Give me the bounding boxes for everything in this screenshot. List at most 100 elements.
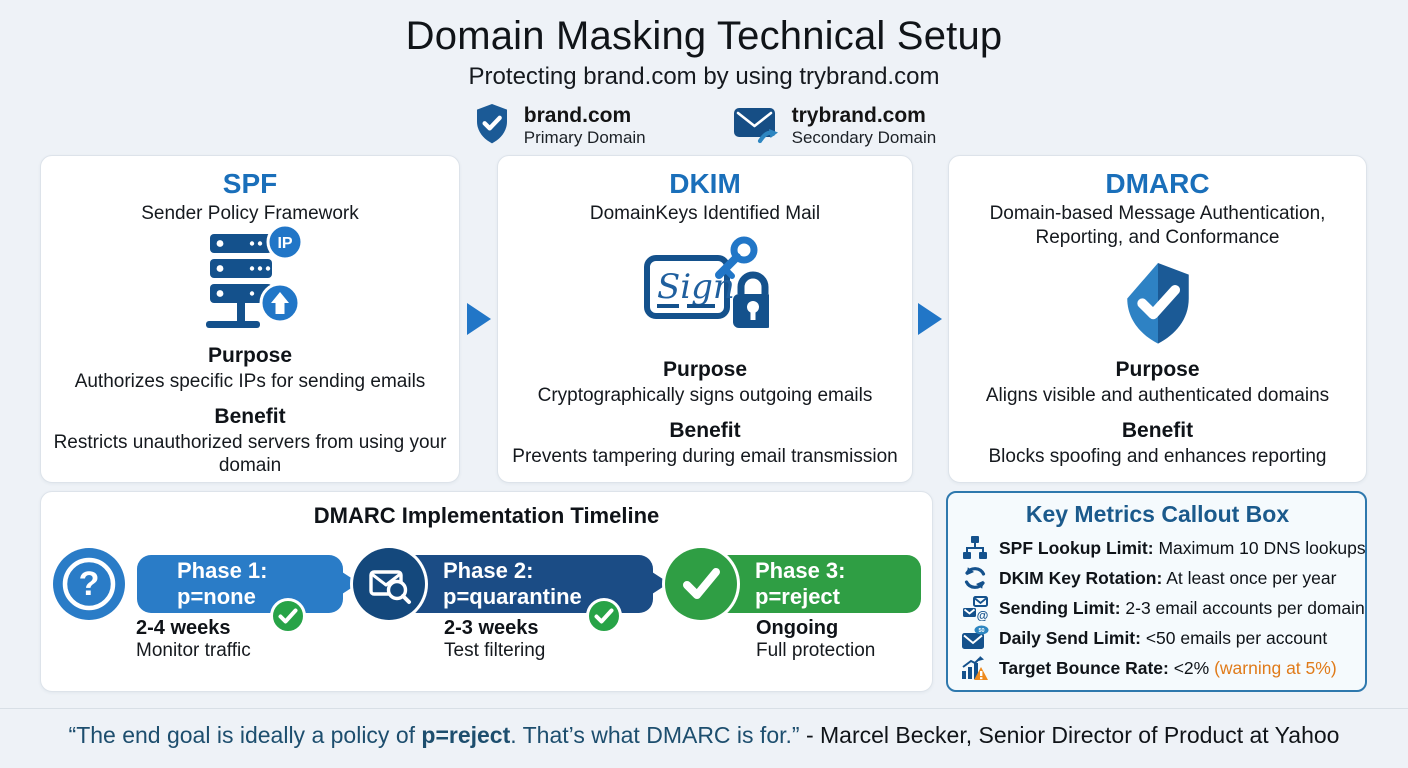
right-arrow-icon <box>918 303 942 340</box>
metric-row-bounce-rate: Target Bounce Rate: <2% (warning at 5%) <box>960 653 1355 683</box>
metric-row-spf-lookup: SPF Lookup Limit: Maximum 10 DNS lookups <box>960 533 1366 563</box>
check-circle-icon <box>665 548 737 620</box>
phase3-duration: Ongoing <box>756 617 839 639</box>
svg-text:IP: IP <box>277 235 292 252</box>
domain-badges: brand.com Primary Domain trybrand.com Se… <box>0 101 1408 152</box>
dmarc-benefit-text: Blocks spoofing and enhances reporting <box>988 445 1327 467</box>
phase2-activity: Test filtering <box>444 640 546 661</box>
card-dmarc: DMARC Domain-based Message Authenticatio… <box>948 155 1367 483</box>
bounce-chart-warning-icon <box>960 655 990 681</box>
server-ip-icon: IP <box>190 225 310 344</box>
quote-attribution: - Marcel Becker, Senior Director of Prod… <box>799 722 1340 748</box>
quote-text-end: . That’s what DMARC is for.” <box>510 722 800 748</box>
metric-text: Target Bounce Rate: <2% (warning at 5%) <box>999 658 1337 679</box>
metric-value: <2% <box>1168 657 1215 678</box>
spf-benefit-text: Restricts unauthorized servers from usin… <box>53 432 447 477</box>
metric-text: SPF Lookup Limit: Maximum 10 DNS lookups <box>999 538 1366 559</box>
quote-highlight: p=reject <box>421 722 511 748</box>
svg-text:?: ? <box>79 565 100 603</box>
phase3-activity: Full protection <box>756 640 876 661</box>
page-title: Domain Masking Technical Setup <box>405 14 1003 58</box>
spf-title: SPF <box>222 168 278 199</box>
metric-warning: (warning at 5%) <box>1214 657 1337 678</box>
dmarc-title: DMARC <box>1105 168 1210 199</box>
shield-check-icon <box>472 101 512 152</box>
page-subtitle: Protecting brand.com by using trybrand.c… <box>468 63 940 90</box>
dkim-benefit-text: Prevents tampering during email transmis… <box>512 445 898 467</box>
phase1-caption: 2-4 weeks Monitor traffic <box>136 617 251 662</box>
card-spf: SPF Sender Policy Framework IP Pur <box>40 155 460 483</box>
dmarc-purpose-label: Purpose <box>1115 357 1200 381</box>
phase3-pill: Phase 3: p=reject <box>715 555 921 613</box>
metric-value: At least once per year <box>1162 567 1337 588</box>
dkim-purpose-text: Cryptographically signs outgoing emails <box>537 384 873 406</box>
secondary-domain-badge: trybrand.com Secondary Domain <box>732 103 937 150</box>
metric-value: Maximum 10 DNS lookups <box>1153 537 1366 558</box>
right-arrow-icon <box>467 303 491 340</box>
metrics-title: Key Metrics Callout Box <box>1025 501 1290 527</box>
metric-label: Sending Limit: <box>999 597 1121 618</box>
phase3-caption: Ongoing Full protection <box>756 617 875 662</box>
header: Domain Masking Technical Setup Protectin… <box>0 0 1408 152</box>
dmarc-full-name: Domain-based Message Authentication, Rep… <box>989 203 1326 248</box>
phase1-pill: Phase 1: p=none <box>137 555 343 613</box>
metric-label: DKIM Key Rotation: <box>999 567 1163 588</box>
mail-search-icon <box>353 548 425 620</box>
phase3-policy: p=reject <box>755 584 840 609</box>
metric-text: DKIM Key Rotation: At least once per yea… <box>999 568 1336 589</box>
dkim-title: DKIM <box>669 168 741 199</box>
metric-row-daily-send-limit: 50 Daily Send Limit: <50 emails per acco… <box>960 623 1355 653</box>
metric-value: <50 emails per account <box>1140 627 1328 648</box>
spf-full-name: Sender Policy Framework <box>141 203 359 225</box>
sitemap-icon <box>960 535 990 561</box>
envelope-forward-icon <box>732 103 780 150</box>
phase1-name: Phase 1: <box>177 558 268 584</box>
metric-label: Daily Send Limit: <box>999 627 1141 648</box>
mail-badge-icon: 50 <box>960 625 990 651</box>
primary-domain-label: Primary Domain <box>523 128 646 148</box>
card-dkim: DKIM DomainKeys Identified Mail Sign Pur… <box>497 155 913 483</box>
metric-text: Daily Send Limit: <50 emails per account <box>999 628 1327 649</box>
mail-accounts-icon: @ <box>960 595 990 621</box>
metric-row-sending-limit: @ Sending Limit: 2-3 email accounts per … <box>960 593 1365 623</box>
phase3-name: Phase 3: <box>755 558 846 584</box>
dkim-benefit-label: Benefit <box>669 418 741 442</box>
rotate-icon <box>960 565 990 591</box>
phase2-name: Phase 2: <box>443 558 534 584</box>
check-badge-icon <box>585 597 623 640</box>
metric-row-dkim-rotation: DKIM Key Rotation: At least once per yea… <box>960 563 1355 593</box>
phase1-policy: p=none <box>177 584 256 609</box>
timeline-title: DMARC Implementation Timeline <box>313 503 660 528</box>
primary-domain-badge: brand.com Primary Domain <box>472 101 646 152</box>
question-circle-icon: ? <box>53 548 125 620</box>
secondary-domain-label: Secondary Domain <box>791 128 937 148</box>
dkim-full-name: DomainKeys Identified Mail <box>589 203 821 225</box>
signature-key-lock-icon: Sign <box>641 226 769 358</box>
svg-text:50: 50 <box>978 628 984 634</box>
shield-check-icon <box>1117 250 1199 358</box>
spf-purpose-label: Purpose <box>207 343 293 367</box>
spf-purpose-text: Authorizes specific IPs for sending emai… <box>74 370 426 392</box>
metric-value: 2-3 email accounts per domain <box>1120 597 1365 618</box>
check-badge-icon <box>269 597 307 640</box>
metric-label: Target Bounce Rate: <box>999 657 1169 678</box>
svg-text:@: @ <box>977 609 988 622</box>
phase2-policy: p=quarantine <box>443 584 582 609</box>
dkim-purpose-label: Purpose <box>662 357 748 381</box>
metric-text: Sending Limit: 2-3 email accounts per do… <box>999 598 1365 619</box>
phase2-duration: 2-3 weeks <box>444 617 539 639</box>
phase1-activity: Monitor traffic <box>136 640 251 661</box>
key-metrics-box: Key Metrics Callout Box SPF Lookup Limit… <box>946 491 1367 692</box>
divider <box>0 708 1408 709</box>
dmarc-timeline-box: DMARC Implementation Timeline Phase 1: p… <box>40 491 933 692</box>
quote-text-start: “The end goal is ideally a policy of <box>68 722 422 748</box>
spf-benefit-label: Benefit <box>214 405 286 429</box>
phase2-pill: Phase 2: p=quarantine <box>403 555 653 613</box>
dmarc-benefit-label: Benefit <box>1121 418 1194 442</box>
phase2-caption: 2-3 weeks Test filtering <box>444 617 545 662</box>
phase1-duration: 2-4 weeks <box>136 617 231 639</box>
footer-quote: “The end goal is ideally a policy of p=r… <box>0 722 1408 749</box>
dmarc-purpose-text: Aligns visible and authenticated domains <box>985 384 1330 406</box>
secondary-domain-name: trybrand.com <box>791 104 926 128</box>
